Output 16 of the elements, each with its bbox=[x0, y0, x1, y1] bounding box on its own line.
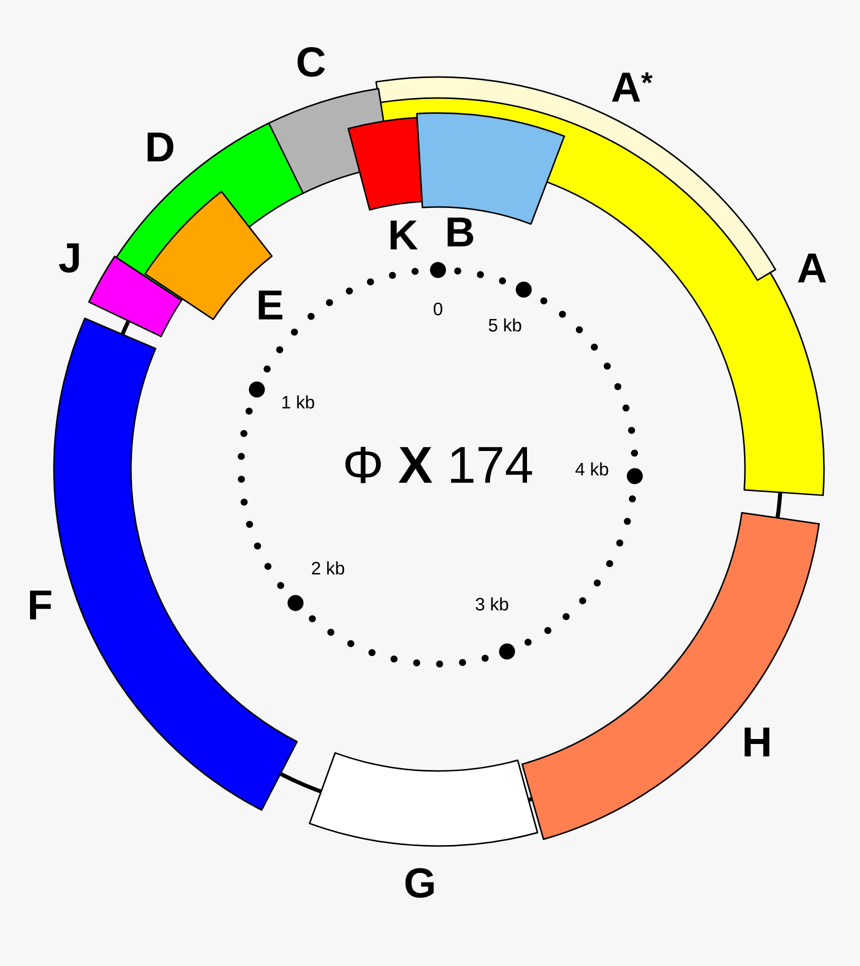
gene-label: F bbox=[30, 590, 52, 620]
gene-label: A$^{*}$ bbox=[612, 72, 653, 102]
title: Φ X 174 bbox=[345, 446, 532, 484]
scale-label: 5 kb bbox=[488, 318, 522, 332]
scale-label: 1 kb bbox=[282, 395, 314, 409]
gene-label: C bbox=[298, 47, 325, 77]
gene-label: B bbox=[448, 218, 474, 246]
gene-label: H bbox=[744, 728, 770, 756]
gene-label: D bbox=[148, 132, 174, 162]
gene-label: J bbox=[59, 243, 79, 273]
scale-label: 4 kb bbox=[575, 462, 608, 476]
gene-label: G bbox=[405, 868, 434, 898]
scale-label: 0 bbox=[434, 302, 442, 316]
gene-label: A bbox=[798, 254, 826, 282]
gene-label: K bbox=[390, 220, 418, 250]
gene-label: E bbox=[258, 290, 282, 320]
